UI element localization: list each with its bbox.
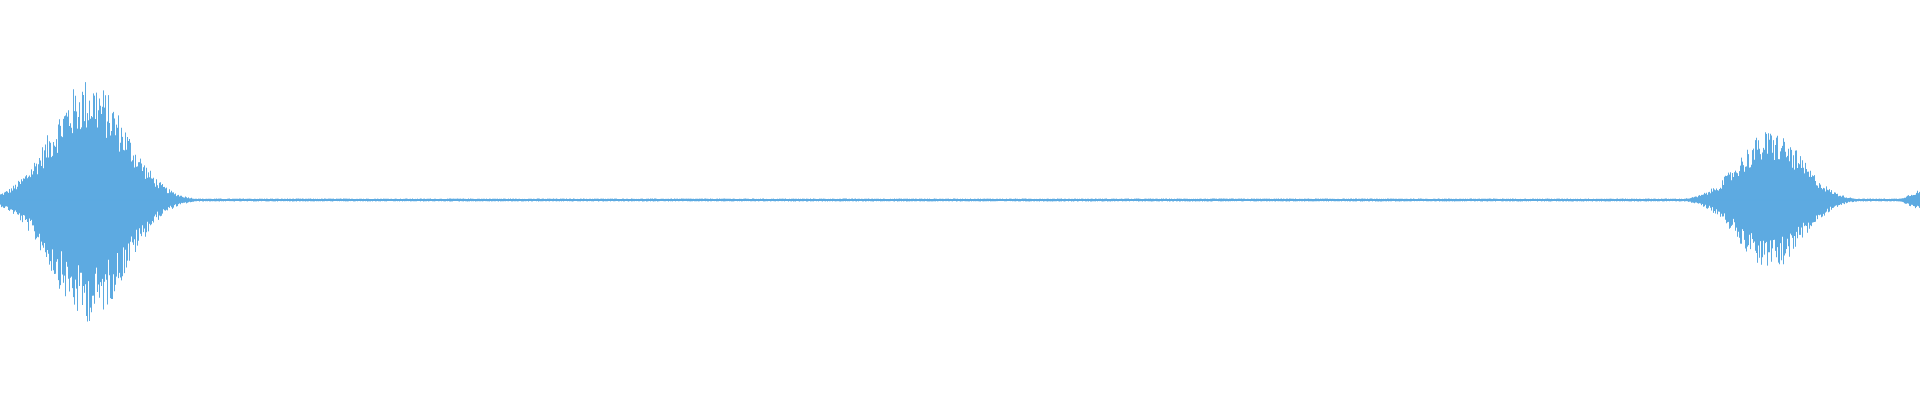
waveform-samples bbox=[0, 82, 1920, 322]
waveform-trace bbox=[0, 82, 1920, 322]
